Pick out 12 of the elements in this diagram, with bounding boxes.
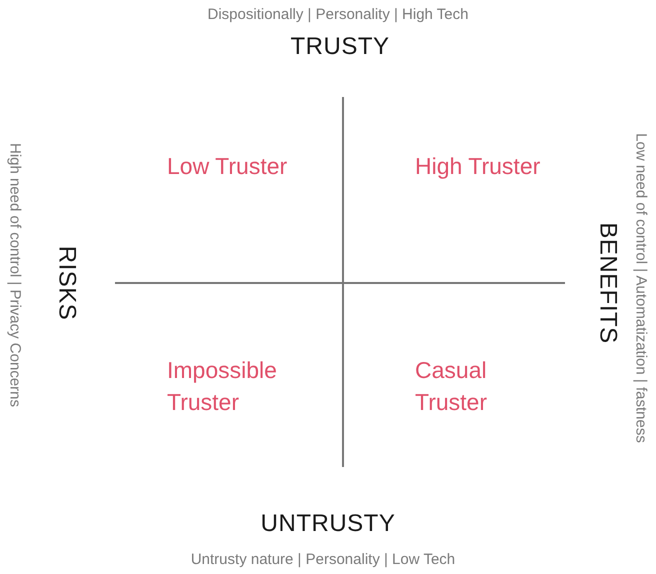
axis-title: TRUSTY — [290, 33, 390, 61]
axis-subtitle: Low need of control | Automatization | fastness — [632, 133, 650, 443]
quadrant-label: Low Truster — [167, 152, 288, 181]
quadrant-label: High Truster — [415, 152, 542, 181]
axis-subtitle: Dispositionally | Personality | High Tech — [208, 6, 468, 24]
quadrant-label: Casual Truster — [415, 356, 488, 417]
axis-subtitle: High need of control | Privacy Concerns — [6, 142, 24, 408]
axis-title: BENEFITS — [594, 222, 622, 344]
axis-title: RISKS — [53, 246, 81, 320]
quadrant-label: Impossible Truster — [167, 356, 278, 417]
axis-title: UNTRUSTY — [260, 510, 396, 538]
axis-subtitle: Untrusty nature | Personality | Low Tech — [190, 551, 456, 568]
